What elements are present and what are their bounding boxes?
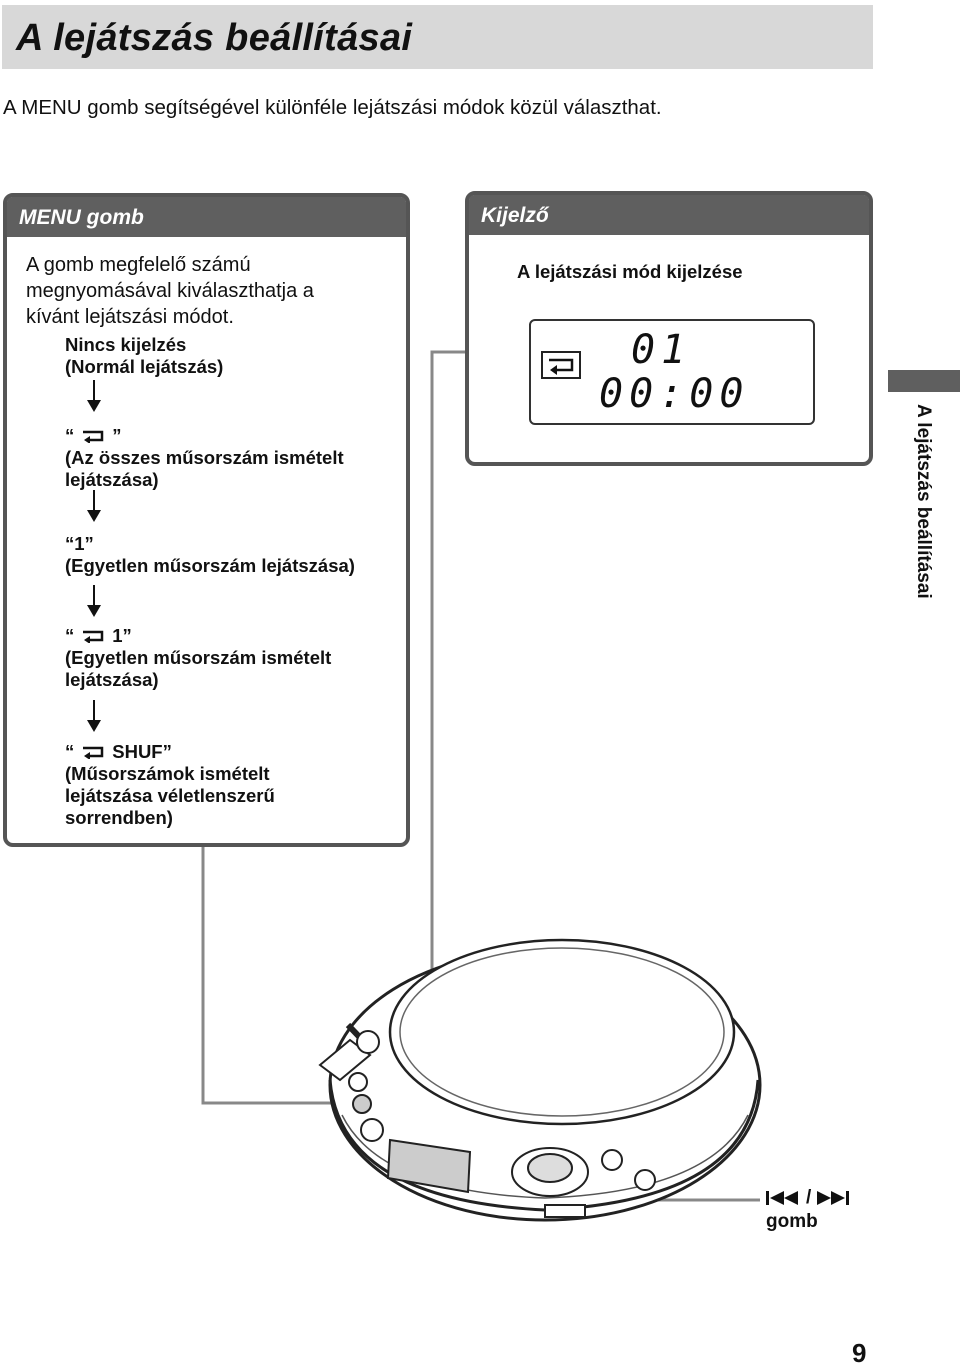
display-panel-heading: Kijelző <box>469 195 869 235</box>
menu-panel-heading: MENU gomb <box>7 197 406 237</box>
side-tab <box>888 370 960 392</box>
skip-button-text: gomb <box>766 1211 818 1232</box>
lcd-display: 01 00:00 <box>529 319 815 425</box>
step-line: lejátszása) <box>65 469 159 490</box>
skip-separator: / <box>806 1187 812 1208</box>
step-mode: “ 1” <box>65 625 132 646</box>
step-line: (Az összes műsorszám ismételt <box>65 447 344 468</box>
step-line: (Egyetlen műsorszám lejátszása) <box>65 555 355 576</box>
skip-button-symbols: / <box>766 1186 851 1210</box>
next-track-icon <box>817 1191 850 1205</box>
menu-button-panel: MENU gomb A gomb megfelelő számú megnyom… <box>3 193 410 847</box>
arrow-down-icon <box>87 585 101 617</box>
menu-description-line: kívánt lejátszási módot. <box>26 306 234 328</box>
lcd-time: 00:00 <box>599 371 750 417</box>
step-line: (Egyetlen műsorszám ismételt <box>65 647 332 668</box>
display-caption: A lejátszási mód kijelzése <box>517 261 743 282</box>
menu-description: A gomb megfelelő számú megnyomásával kiv… <box>26 252 314 330</box>
step-line: (Műsorszámok ismételt <box>65 763 270 784</box>
repeat-icon <box>541 351 581 379</box>
title-bar: A lejátszás beállításai <box>2 5 873 69</box>
step-mode: “ ” <box>65 425 122 446</box>
step-repeat-single: “ 1” (Egyetlen műsorszám ismételt lejáts… <box>65 625 331 691</box>
lcd-track-number: 01 <box>631 327 692 373</box>
page-number: 9 <box>852 1338 867 1368</box>
page-title: A lejátszás beállításai <box>16 17 413 59</box>
step-normal: Nincs kijelzés (Normál lejátszás) <box>65 334 223 378</box>
side-section-label: A lejátszás beállításai <box>913 404 934 599</box>
menu-description-line: A gomb megfelelő számú <box>26 254 251 276</box>
display-panel: Kijelző A lejátszási mód kijelzése 01 00… <box>465 191 873 466</box>
arrow-down-icon <box>87 380 101 412</box>
repeat-icon <box>83 430 104 443</box>
repeat-icon <box>83 630 104 643</box>
prev-track-icon <box>766 1191 798 1205</box>
step-shuffle: “ SHUF” (Műsorszámok ismételt lejátszása… <box>65 741 275 829</box>
step-line: Nincs kijelzés <box>65 334 187 355</box>
arrow-down-icon <box>87 700 101 732</box>
arrow-down-icon <box>87 490 101 522</box>
intro-text: A MENU gomb segítségével különféle leját… <box>3 96 662 119</box>
step-mode: “ SHUF” <box>65 741 172 762</box>
cd-player-illustration <box>318 938 762 1222</box>
step-line: sorrendben) <box>65 807 173 828</box>
step-single: “1” (Egyetlen műsorszám lejátszása) <box>65 533 355 577</box>
menu-description-line: megnyomásával kiválaszthatja a <box>26 280 314 302</box>
step-repeat-all: “ ” (Az összes műsorszám ismételt lejáts… <box>65 425 344 491</box>
repeat-icon <box>83 746 104 759</box>
step-line: lejátszása) <box>65 669 159 690</box>
step-line: lejátszása véletlenszerű <box>65 785 275 806</box>
step-mode: “1” <box>65 533 94 554</box>
step-line: (Normál lejátszás) <box>65 356 224 377</box>
skip-button-label: / gomb <box>766 1186 851 1234</box>
